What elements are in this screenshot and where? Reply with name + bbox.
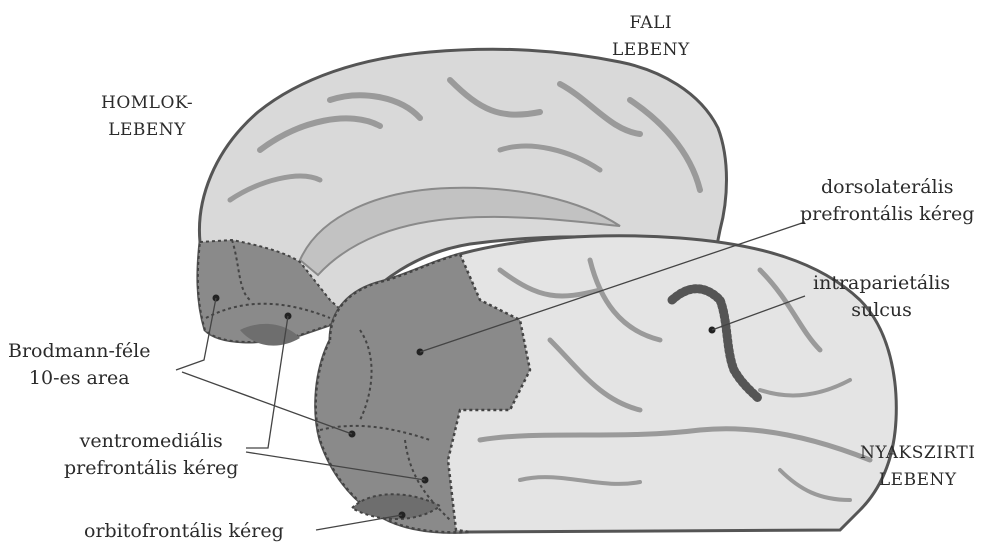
occipital-lobe-label-line1: NYAKSZIRTI (860, 440, 975, 467)
brodmann-area-10-label-line1: Brodmann-féle (8, 338, 150, 365)
occipital-lobe-label-line2: LEBENY (860, 467, 975, 494)
intraparietal-sulcus-label: intraparietális sulcus (813, 270, 950, 324)
brodmann-area-10-label-line2: 10-es area (8, 365, 150, 392)
occipital-lobe-label: NYAKSZIRTI LEBENY (860, 440, 975, 494)
dlpfc-label: dorsolaterális prefrontális kéreg (800, 174, 974, 228)
leader-ofc (316, 515, 402, 530)
brodmann-area-10-label: Brodmann-féle 10-es area (8, 338, 150, 392)
frontal-lobe-label-line2: LEBENY (101, 117, 193, 144)
ofc-label-line1: orbitofrontális kéreg (84, 518, 284, 545)
frontal-lobe-label: HOMLOK- LEBENY (101, 90, 193, 144)
parietal-lobe-label: FALI LEBENY (612, 10, 690, 64)
frontal-lobe-label-line1: HOMLOK- (101, 90, 193, 117)
dlpfc-label-line2: prefrontális kéreg (800, 201, 974, 228)
intraparietal-sulcus-label-line2: sulcus (813, 297, 950, 324)
dlpfc-label-line1: dorsolaterális (800, 174, 974, 201)
lateral-hemisphere (316, 236, 897, 533)
parietal-lobe-label-line2: LEBENY (612, 37, 690, 64)
vmpfc-label: ventromediális prefrontális kéreg (64, 428, 238, 482)
parietal-lobe-label-line1: FALI (612, 10, 690, 37)
vmpfc-label-line1: ventromediális (64, 428, 238, 455)
vmpfc-label-line2: prefrontális kéreg (64, 455, 238, 482)
intraparietal-sulcus-label-line1: intraparietális (813, 270, 950, 297)
ofc-label: orbitofrontális kéreg (84, 518, 284, 545)
